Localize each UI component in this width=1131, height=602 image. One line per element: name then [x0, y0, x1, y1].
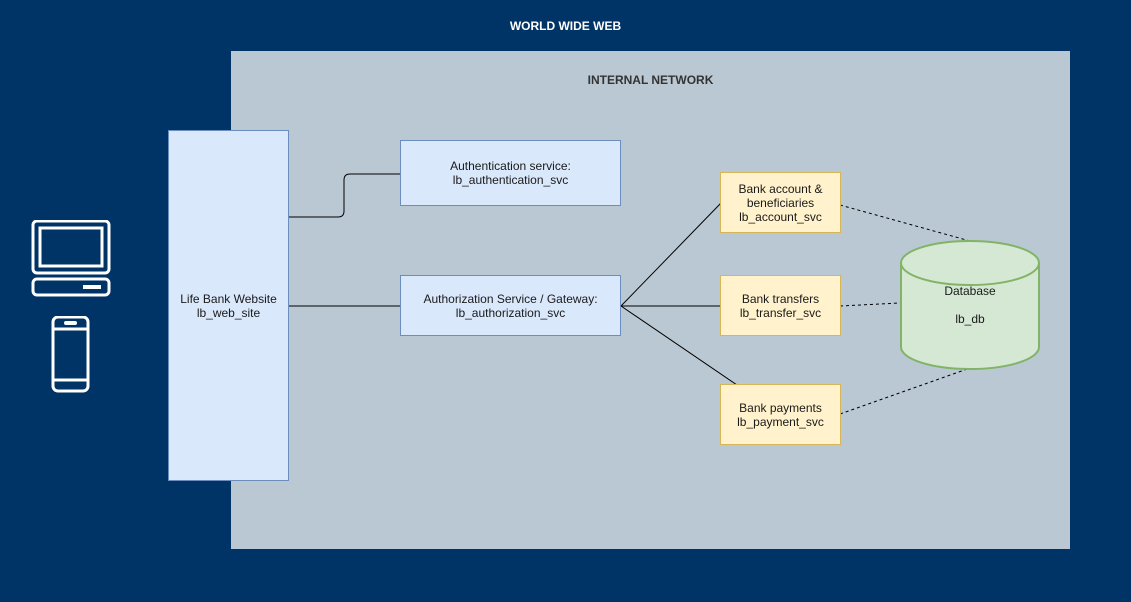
database-label: Database lb_db [900, 284, 1040, 326]
account-name-line2: beneficiaries [746, 195, 815, 210]
database-name: Database [944, 284, 996, 298]
authentication-id: lb_authentication_svc [452, 173, 569, 187]
edge-payments-db [839, 367, 971, 415]
transfers-id: lb_transfer_svc [739, 305, 822, 320]
mobile-phone-icon [51, 316, 90, 393]
authentication-name: Authentication service: [450, 159, 571, 173]
edge-transfers-db [839, 302, 901, 307]
account-name-line1: Bank account & [738, 181, 823, 196]
payments-id: lb_payment_svc [737, 414, 824, 429]
edge-account-db [839, 204, 971, 242]
bank-payments-node[interactable]: Bank payments lb_payment_svc [720, 384, 841, 445]
database-id: lb_db [955, 312, 985, 326]
account-id: lb_account_svc [739, 209, 822, 224]
website-id: lb_web_site [196, 305, 261, 320]
authorization-gateway-node[interactable]: Authorization Service / Gateway: lb_auth… [400, 275, 621, 336]
website-name: Life Bank Website [180, 291, 277, 306]
payments-name: Bank payments [739, 400, 822, 415]
transfers-name: Bank transfers [741, 291, 820, 306]
bank-account-node[interactable]: Bank account & beneficiaries lb_account_… [720, 172, 841, 233]
world-wide-web-title: WORLD WIDE WEB [509, 19, 622, 33]
authentication-service-node[interactable]: Authentication service: lb_authenticatio… [400, 140, 621, 206]
desktop-computer-icon [31, 220, 111, 297]
edge-website-authentication [289, 173, 401, 218]
life-bank-website-node[interactable]: Life Bank Website lb_web_site [168, 130, 289, 481]
authorization-name: Authorization Service / Gateway: [423, 291, 598, 306]
authorization-id: lb_authorization_svc [455, 305, 566, 320]
edge-gateway-account [620, 202, 722, 307]
edge-gateway-payments [620, 305, 738, 386]
bank-transfers-node[interactable]: Bank transfers lb_transfer_svc [720, 275, 841, 336]
database-cylinder[interactable] [900, 240, 1040, 370]
internal-network-title: INTERNAL NETWORK [587, 73, 714, 87]
